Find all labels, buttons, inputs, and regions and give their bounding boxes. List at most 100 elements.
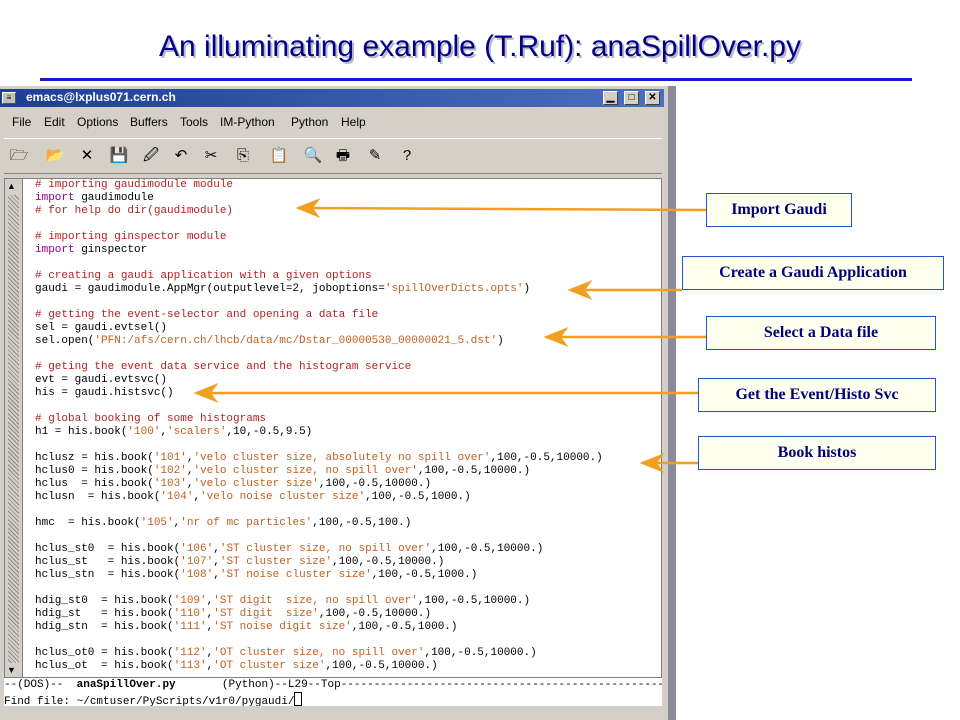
code-line: h1 = his.book('100','scalers',10,-0.5,9.…	[35, 426, 313, 438]
string-literal: '105'	[140, 517, 174, 529]
modeline-prefix: --(DOS)--	[4, 679, 77, 691]
code-line: hdig_st0 = his.book('109','ST digit size…	[35, 595, 531, 607]
string-literal: 'ST digit size, no spill over'	[213, 595, 418, 607]
copy-icon[interactable]: ⎘	[236, 147, 249, 164]
string-literal: 'scalers'	[167, 426, 227, 438]
modeline-suffix: (Python)--L29--Top----------------------…	[175, 679, 662, 691]
string-literal: 'spillOverDicts.opts'	[384, 283, 524, 295]
code-line: # creating a gaudi application with a gi…	[35, 270, 372, 282]
code-line: hclus_st = his.book('107','ST cluster si…	[35, 556, 445, 568]
window-titlebar[interactable]: ≡ emacs@lxplus071.cern.ch ▁ □ ✕	[0, 89, 664, 107]
callout-book-histos: Book histos	[698, 436, 936, 470]
menu-help[interactable]: Help	[341, 115, 366, 129]
menu-edit[interactable]: Edit	[44, 115, 65, 129]
menu-python[interactable]: Python	[291, 115, 329, 129]
window-menu-icon[interactable]: ≡	[2, 92, 16, 104]
string-literal: '108'	[180, 569, 214, 581]
code-line: # global booking of some histograms	[35, 413, 267, 425]
customize-icon[interactable]: ✎	[368, 147, 382, 164]
string-literal: '109'	[173, 595, 207, 607]
string-literal: '113'	[173, 660, 207, 672]
scrollbar[interactable]: ▲ ▼	[5, 179, 23, 677]
code-line: # geting the event data service and the …	[35, 361, 412, 373]
code-line: hclus_stn = his.book('108','ST noise clu…	[35, 569, 478, 581]
code-line: hclus_st0 = his.book('106','ST cluster s…	[35, 543, 544, 555]
code-line: hclusz = his.book('101','velo cluster si…	[35, 452, 603, 464]
print-icon[interactable]: 🖶	[335, 147, 351, 164]
open-file-icon[interactable]: 🗁	[9, 147, 29, 164]
string-literal: 'velo cluster size, absolutely no spill …	[193, 452, 491, 464]
keyword: import	[35, 192, 75, 204]
code-line: sel = gaudi.evtsel()	[35, 322, 168, 334]
scrollbar-thumb[interactable]	[8, 195, 19, 663]
string-literal: 'nr of mc particles'	[180, 517, 313, 529]
code-line: his = gaudi.histsvc()	[35, 387, 174, 399]
callout-import-gaudi: Import Gaudi	[706, 193, 852, 227]
search-icon[interactable]: 🔍	[303, 147, 323, 164]
paste-icon[interactable]: 📋	[269, 147, 289, 164]
string-literal: 'ST noise digit size'	[213, 621, 352, 633]
code-line: hclus0 = his.book('102','velo cluster si…	[35, 465, 531, 477]
string-literal: 'ST noise cluster size'	[219, 569, 372, 581]
code-line: import ginspector	[35, 244, 148, 256]
string-literal: '106'	[180, 543, 214, 555]
string-literal: '111'	[173, 621, 207, 633]
arrow-import-gaudi	[295, 198, 707, 219]
string-literal: 'OT cluster size, no spill over'	[213, 647, 425, 659]
menu-tools[interactable]: Tools	[180, 115, 209, 129]
window-frame-edge	[668, 86, 676, 720]
string-literal: '112'	[173, 647, 207, 659]
code-line: hdig_st = his.book('110','ST digit size'…	[35, 608, 432, 620]
minibuffer[interactable]: Find file: ~/cmtuser/PyScripts/v1r0/pyga…	[4, 692, 662, 706]
menu-im-python[interactable]: IM-Python	[220, 115, 275, 129]
emacs-window: ≡ emacs@lxplus071.cern.ch ▁ □ ✕ File Edi…	[0, 86, 676, 720]
window-title: emacs@lxplus071.cern.ch	[26, 90, 176, 104]
menu-buffers[interactable]: Buffers	[130, 115, 168, 129]
cut-icon[interactable]: ✂	[204, 147, 218, 164]
help-icon[interactable]: ?	[402, 147, 412, 164]
scroll-up-icon[interactable]: ▲	[7, 181, 16, 191]
string-literal: '107'	[180, 556, 214, 568]
close-buffer-icon[interactable]: ✕	[80, 147, 94, 164]
save-as-icon[interactable]: 🖉	[143, 147, 159, 164]
menu-file[interactable]: File	[12, 115, 32, 129]
mode-line: --(DOS)-- anaSpillOver.py (Python)--L29-…	[4, 678, 662, 692]
string-literal: 'velo noise cluster size'	[200, 491, 366, 503]
scroll-down-icon[interactable]: ▼	[7, 665, 16, 675]
minibuffer-prompt: Find file: ~/cmtuser/PyScripts/v1r0/pyga…	[4, 696, 295, 706]
code-line: evt = gaudi.evtsvc()	[35, 374, 168, 386]
code-line: import gaudimodule	[35, 192, 154, 204]
minimize-button[interactable]: ▁	[603, 91, 618, 105]
undo-icon[interactable]: ↶	[174, 147, 188, 164]
code-line: # for help do dir(gaudimodule)	[35, 205, 234, 217]
callout-event-histo-svc: Get the Event/Histo Svc	[698, 378, 936, 412]
string-literal: '110'	[173, 608, 207, 620]
code-line: gaudi = gaudimodule.AppMgr(outputlevel=2…	[35, 283, 531, 295]
code-line: # getting the event-selector and opening…	[35, 309, 379, 321]
menu-options[interactable]: Options	[77, 115, 119, 129]
string-literal: 'ST digit size'	[213, 608, 319, 620]
code-line: hclus_ot = his.book('113','OT cluster si…	[35, 660, 438, 672]
string-literal: '102'	[153, 465, 187, 477]
string-literal: 'velo cluster size, no spill over'	[193, 465, 418, 477]
save-icon[interactable]: 💾	[109, 147, 129, 164]
code-line: sel.open('PFN:/afs/cern.ch/lhcb/data/mc/…	[35, 335, 504, 347]
close-button[interactable]: ✕	[645, 91, 660, 105]
string-literal: 'PFN:/afs/cern.ch/lhcb/data/mc/Dstar_000…	[94, 335, 498, 347]
code-line: # importing ginspector module	[35, 231, 227, 243]
open-folder-icon[interactable]: 📂	[45, 147, 65, 164]
modeline-buffer-name: anaSpillOver.py	[76, 679, 176, 691]
slide-title: An illuminating example (T.Ruf): anaSpil…	[159, 30, 801, 63]
string-literal: 'ST cluster size, no spill over'	[219, 543, 432, 555]
string-literal: '100'	[127, 426, 161, 438]
text-cursor	[294, 692, 303, 706]
menu-bar: File Edit Options Buffers Tools IM-Pytho…	[4, 110, 662, 134]
code-line: # importing gaudimodule module	[35, 179, 234, 191]
maximize-button[interactable]: □	[624, 91, 639, 105]
code-line: hclus_ot0 = his.book('112','OT cluster s…	[35, 647, 537, 659]
toolbar: 🗁 📂 ✕ 💾 🖉 ↶ ✂ ⎘ 📋 🔍 🖶 ✎?	[4, 138, 662, 174]
string-literal: '104'	[160, 491, 194, 503]
